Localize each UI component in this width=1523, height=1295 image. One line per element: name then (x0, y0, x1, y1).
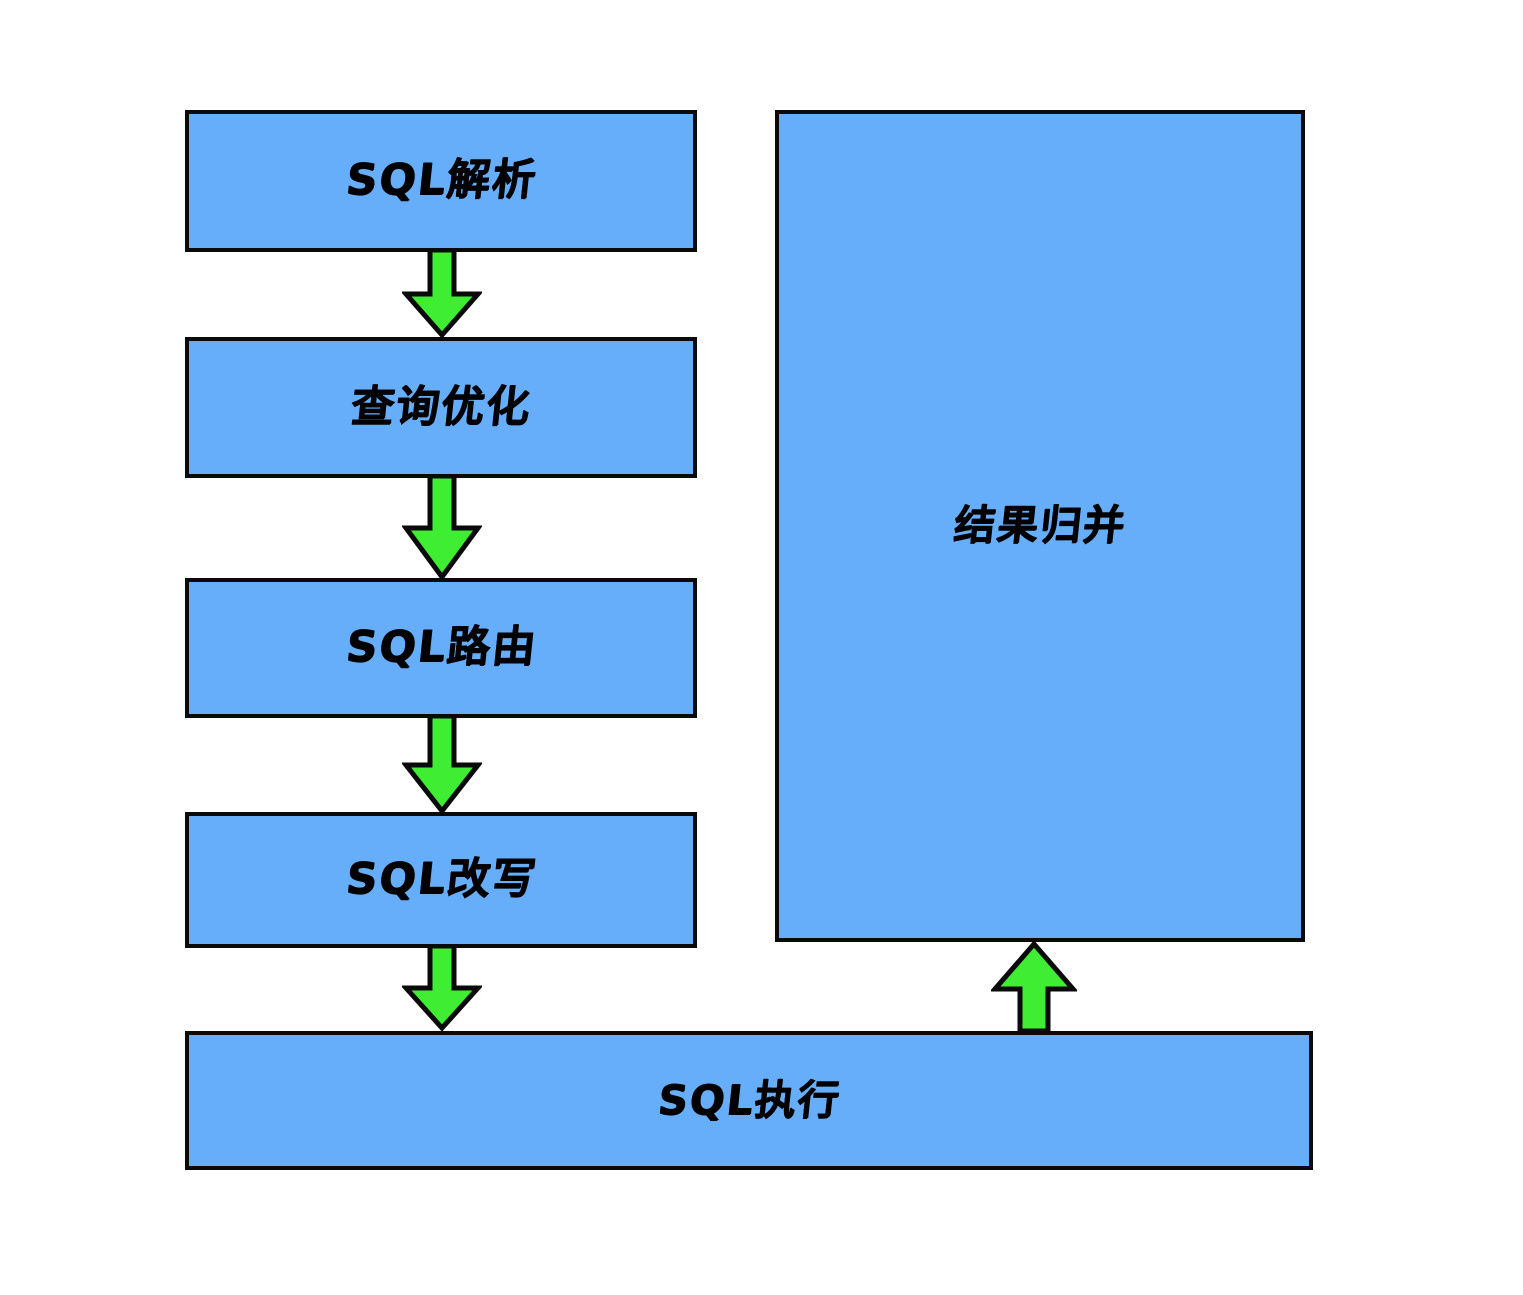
node-result-merge-label: 结果归并 (951, 501, 1129, 550)
node-sql-execution-label: SQL执行 (655, 1075, 843, 1124)
arrow-down-icon-rewrite-to-execution (402, 946, 482, 1032)
node-sql-parse[interactable]: SQL解析 (185, 110, 697, 252)
arrow-down-icon-parse-to-optimization (402, 250, 482, 339)
node-sql-execution[interactable]: SQL执行 (185, 1031, 1313, 1170)
arrow-up-icon-execution-to-result-merge (991, 941, 1077, 1032)
node-result-merge[interactable]: 结果归并 (775, 110, 1305, 942)
node-sql-rewrite[interactable]: SQL改写 (185, 812, 697, 948)
node-sql-parse-label: SQL解析 (342, 155, 540, 206)
node-query-optimization-label: 查询优化 (348, 381, 534, 432)
node-query-optimization[interactable]: 查询优化 (185, 337, 697, 478)
arrow-down-icon-optimization-to-routing (402, 476, 482, 581)
node-sql-routing[interactable]: SQL路由 (185, 578, 697, 718)
arrow-down-icon-routing-to-rewrite (402, 716, 482, 815)
node-sql-routing-label: SQL路由 (342, 622, 540, 673)
node-sql-rewrite-label: SQL改写 (342, 854, 540, 905)
